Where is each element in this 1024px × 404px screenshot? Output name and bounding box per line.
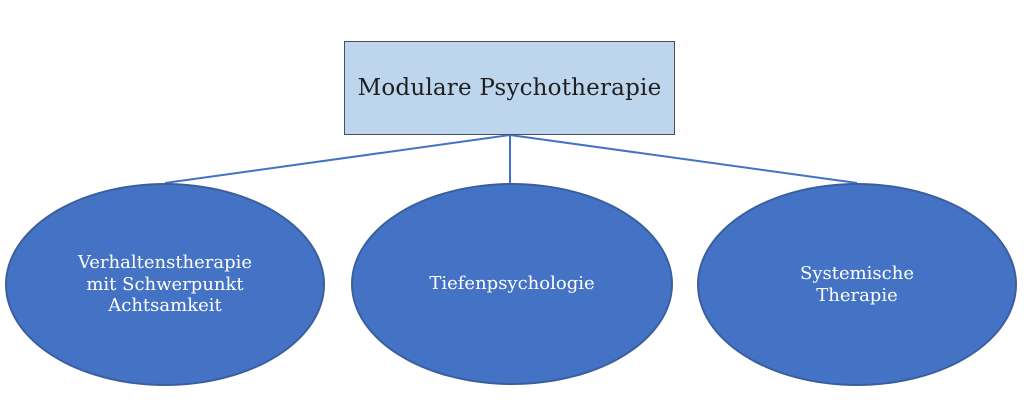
connector-to-right-node [509, 134, 858, 184]
child-node-systemic-therapy: Systemische Therapie [697, 183, 1017, 386]
connector-to-left-node [164, 134, 511, 184]
child-node-label: Tiefenpsychologie [429, 273, 595, 295]
child-node-depth-psychology: Tiefenpsychologie [351, 183, 673, 385]
root-node: Modulare Psychotherapie [344, 41, 675, 135]
child-node-behavioral-therapy: Verhaltenstherapie mit Schwerpunkt Achts… [5, 183, 325, 386]
root-node-label: Modulare Psychotherapie [357, 75, 662, 101]
child-node-label: Verhaltenstherapie mit Schwerpunkt Achts… [77, 251, 253, 317]
child-node-label: Systemische Therapie [799, 262, 914, 306]
